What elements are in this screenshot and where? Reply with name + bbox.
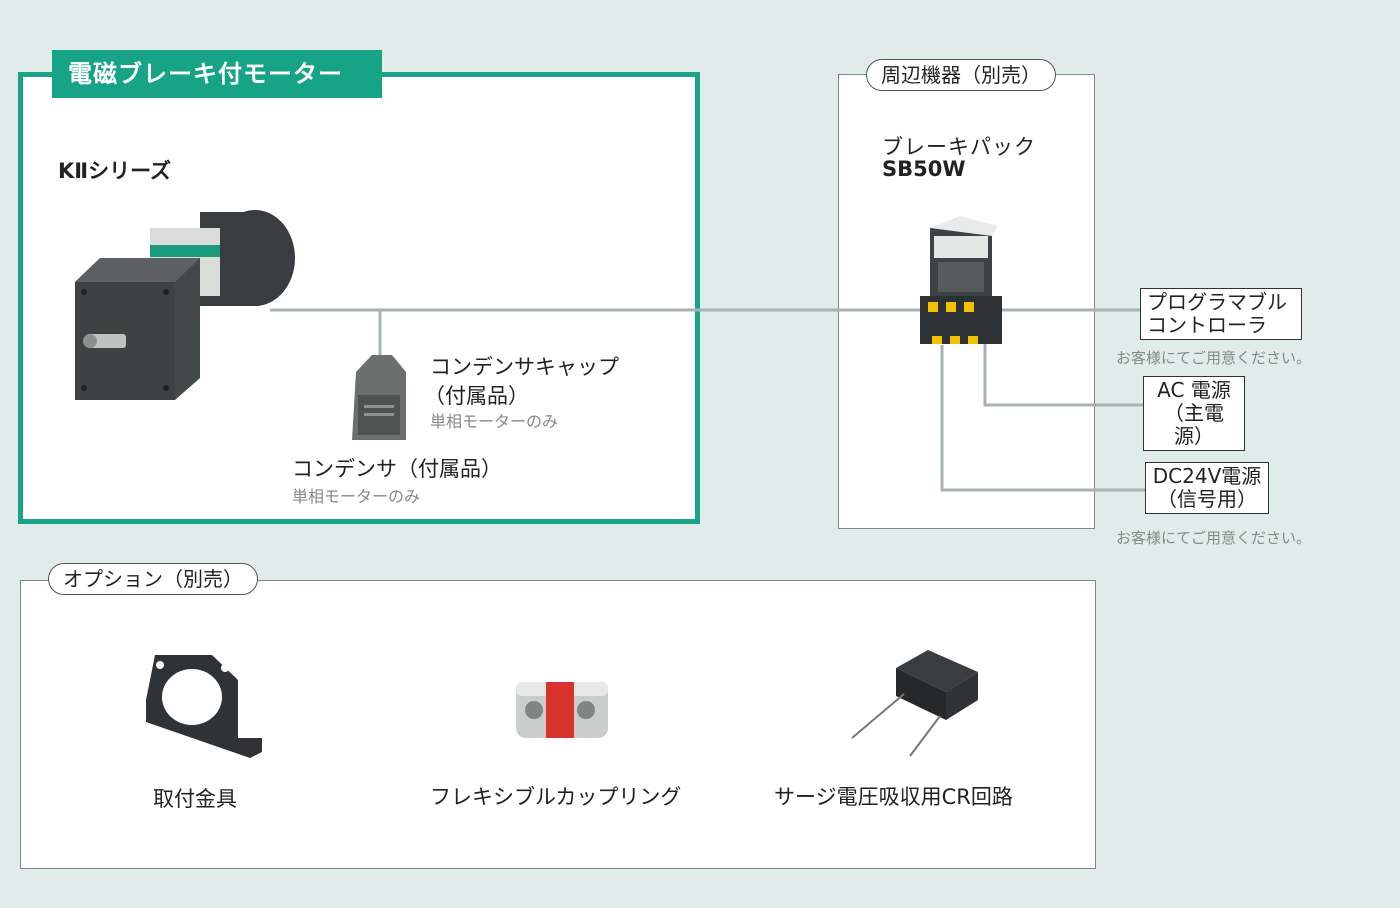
ac-power-label-box: AC 電源 （主電源）: [1143, 376, 1245, 451]
coupling-image: [516, 682, 608, 738]
motor-section-title: 電磁ブレーキ付モーター: [52, 50, 382, 98]
plc-note: お客様にてご用意ください。: [1116, 349, 1312, 367]
brake-pack-name: ブレーキパック: [882, 135, 1036, 159]
plc-label-box: プログラマブル コントローラ: [1140, 288, 1302, 340]
capacitor-label: コンデンサ（付属品）: [292, 457, 502, 481]
option-label-flexible-coupling: フレキシブルカップリング: [430, 785, 682, 809]
cr-circuit-image: [851, 650, 978, 757]
ac-wire: [983, 340, 1145, 407]
brake-pack-model: SB50W: [882, 157, 966, 181]
options-section-title: オプション（別売）: [48, 563, 258, 595]
mounting-bracket-image: [146, 655, 262, 758]
dc-wire: [940, 345, 1145, 492]
dc-power-label-box: DC24V電源 （信号用）: [1145, 462, 1269, 514]
capacitor-cap-note: 単相モーターのみ: [430, 412, 559, 431]
capacitor-cap-accessory-label: （付属品）: [424, 384, 529, 408]
motor-image: [75, 210, 295, 400]
capacitor-image: [352, 355, 406, 440]
brake-pack-image: [920, 216, 1002, 344]
capacitor-cap-label: コンデンサキャップ: [430, 355, 619, 379]
option-label-cr-circuit: サージ電圧吸収用CR回路: [774, 785, 1013, 809]
series-label: KⅡシリーズ: [58, 159, 172, 183]
capacitor-note: 単相モーターのみ: [292, 487, 421, 506]
option-label-mounting-bracket: 取付金具: [153, 787, 237, 811]
dc-power-note: お客様にてご用意ください。: [1116, 529, 1312, 547]
peripheral-section-title: 周辺機器（別売）: [866, 59, 1056, 91]
